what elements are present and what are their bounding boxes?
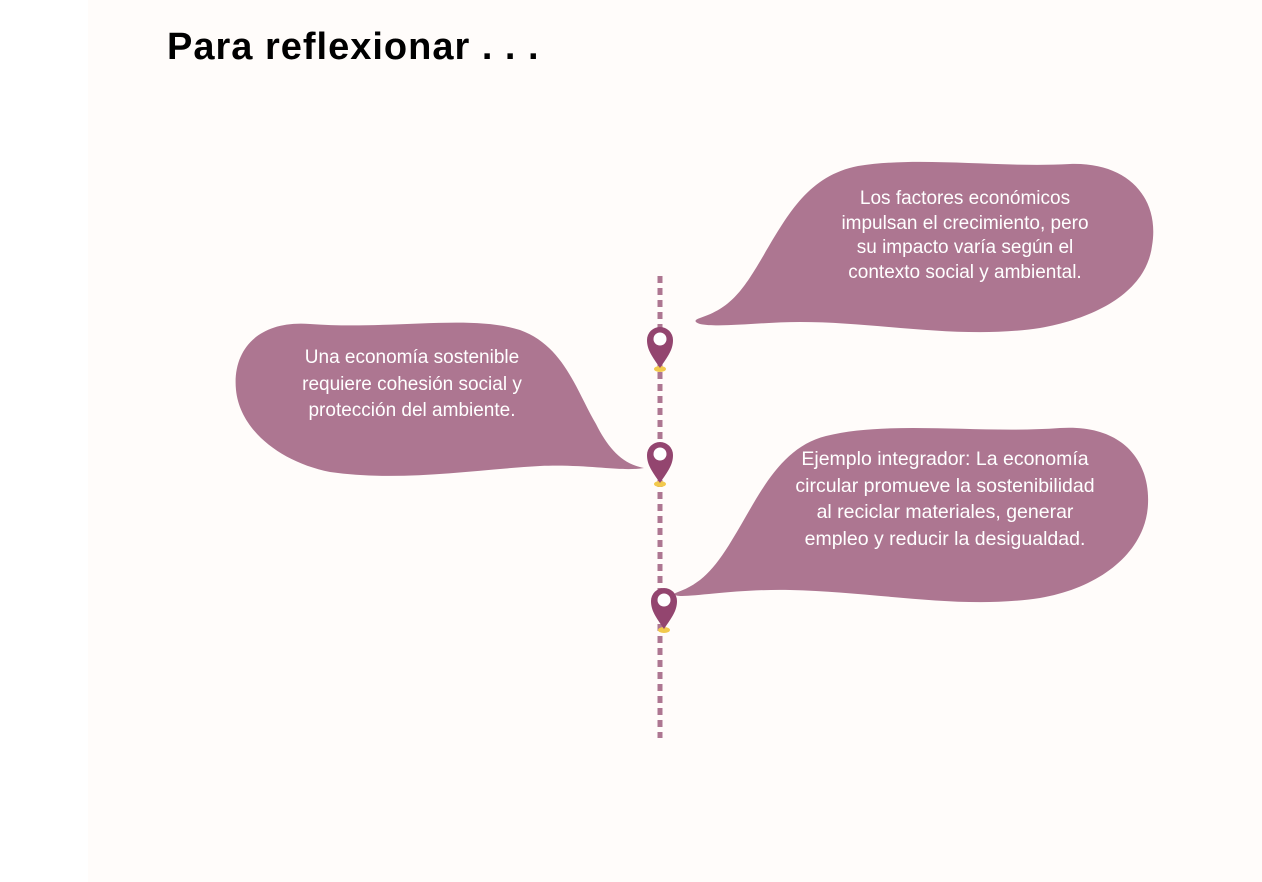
page-title: Para reflexionar . . . <box>167 26 540 68</box>
speech-bubble-3 <box>674 427 1149 603</box>
bubble-text-3: Ejemplo integrador: La economía circular… <box>795 448 1095 550</box>
map-pin-icon <box>647 442 673 487</box>
speech-bubble-2 <box>235 322 644 476</box>
bubble-text-2: Una economía sostenible requiere cohesió… <box>302 347 522 421</box>
bubble-text-1: Los factores económicos impulsan el crec… <box>841 188 1089 283</box>
map-pin-icon <box>647 327 673 372</box>
speech-bubble-1 <box>695 161 1154 333</box>
map-pin-icon <box>651 588 677 633</box>
